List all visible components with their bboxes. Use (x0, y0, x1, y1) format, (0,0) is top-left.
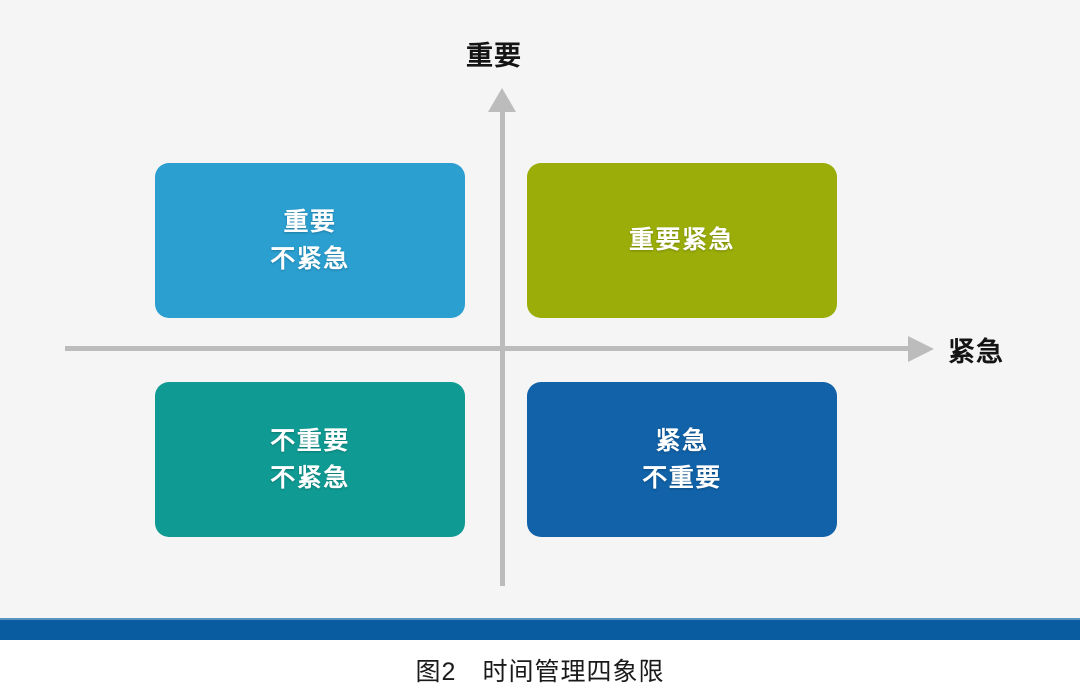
quadrant-label-line1: 紧急 (655, 427, 709, 456)
caption-area: 图2 时间管理四象限 (0, 640, 1080, 699)
figure-caption: 图2 时间管理四象限 (415, 657, 665, 686)
quadrant-label-line2: 不紧急 (270, 244, 350, 273)
vertical-axis-arrow-icon (488, 88, 516, 112)
blue-divider-bar (0, 618, 1080, 642)
quadrant-not-important-not-urgent[interactable]: 不重要 不紧急 (155, 382, 473, 545)
horizontal-axis-line (65, 346, 910, 351)
horizontal-axis-arrow-icon (908, 336, 934, 362)
quadrant-label-line1: 重要 (283, 208, 337, 237)
vertical-axis-label: 重要 (466, 41, 522, 71)
diagram-canvas: 重要 紧急 重要 不紧急 重要紧急 不重要 不紧急 紧急 不重要 (65, 41, 1004, 586)
quadrant-important-not-urgent[interactable]: 重要 不紧急 (155, 163, 473, 326)
horizontal-axis-label: 紧急 (948, 337, 1004, 367)
quadrant-label-line2: 不紧急 (270, 463, 350, 492)
quadrant-label-line1: 不重要 (270, 427, 350, 456)
quadrant-label-line1: 重要紧急 (628, 226, 735, 255)
quadrant-urgent-not-important[interactable]: 紧急 不重要 (527, 382, 845, 545)
quadrant-label-line2: 不重要 (642, 463, 722, 492)
quadrant-important-urgent[interactable]: 重要紧急 (527, 163, 845, 326)
